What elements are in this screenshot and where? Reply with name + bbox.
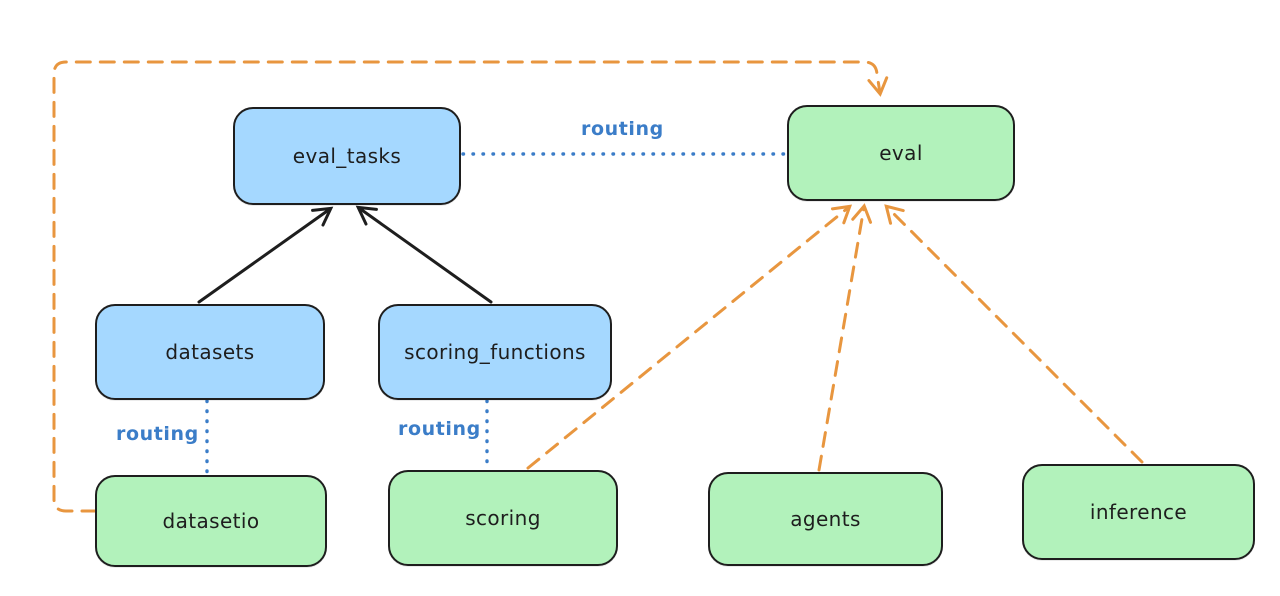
node-inference: inference (1022, 464, 1255, 560)
edge-scoring-functions-to-eval-tasks (355, 205, 493, 304)
node-scoring-functions-label: scoring_functions (404, 340, 586, 364)
node-scoring-label: scoring (465, 506, 541, 530)
edge-agents-to-eval (817, 203, 873, 472)
node-datasetio-label: datasetio (162, 509, 260, 533)
node-agents-label: agents (790, 507, 861, 531)
node-datasets-label: datasets (165, 340, 255, 364)
edge-datasets-to-eval-tasks (197, 206, 334, 304)
node-scoring: scoring (388, 470, 618, 566)
node-inference-label: inference (1089, 500, 1188, 524)
node-eval-label: eval (879, 141, 923, 165)
routing-label-eval-tasks-eval: routing (581, 118, 664, 140)
edge-inference-to-eval (884, 204, 1144, 464)
node-datasets: datasets (95, 304, 325, 400)
node-datasetio: datasetio (95, 475, 327, 567)
routing-label-scoring-functions-scoring: routing (398, 418, 481, 440)
node-eval: eval (787, 105, 1015, 201)
node-scoring-functions: scoring_functions (378, 304, 612, 400)
node-eval-tasks-label: eval_tasks (292, 144, 402, 168)
routing-label-datasets-datasetio: routing (116, 423, 199, 445)
node-eval-tasks: eval_tasks (233, 107, 461, 205)
node-agents: agents (708, 472, 943, 566)
